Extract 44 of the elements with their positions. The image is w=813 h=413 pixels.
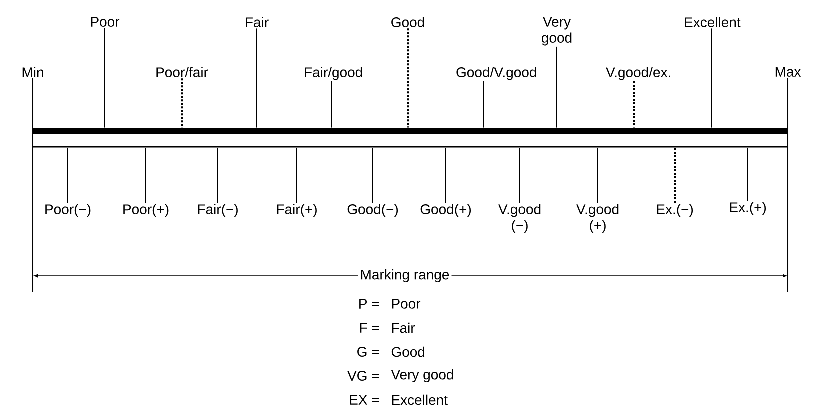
leader-line xyxy=(181,78,183,128)
dimension-label: Marking range xyxy=(358,267,452,285)
grade-label: Fair(+) xyxy=(277,204,317,218)
meaning-label: Fair xyxy=(392,322,416,334)
grade-label: Max xyxy=(776,67,802,77)
leader-line xyxy=(407,28,409,128)
grade-label: Ex.(+) xyxy=(730,202,766,216)
grade-label: Good(−) xyxy=(348,204,398,218)
grade-label: Good(+) xyxy=(420,204,471,218)
grade-label: Fair/good xyxy=(305,67,362,80)
grade-label: V.good (+) xyxy=(576,204,619,234)
leader-line xyxy=(104,28,106,128)
abbreviation-label: P = xyxy=(360,299,380,309)
grade-label: Good xyxy=(392,17,424,28)
abbreviation-label: EX = xyxy=(350,395,380,405)
grade-label: Excellent xyxy=(685,17,741,28)
scale-bar xyxy=(33,128,788,134)
leader-line xyxy=(32,78,34,292)
grade-label: V.good/ex. xyxy=(606,67,670,80)
grade-label: Fair xyxy=(246,17,269,28)
leader-line xyxy=(256,28,258,128)
meaning-label: Excellent xyxy=(392,394,448,406)
meaning-label: Poor xyxy=(392,299,421,309)
abbreviation-label: VG = xyxy=(348,371,380,381)
leader-line xyxy=(633,81,635,128)
grade-label: V.good (−) xyxy=(498,204,541,234)
grade-label: Poor xyxy=(91,17,120,27)
grade-label: Ex.(−) xyxy=(657,204,693,218)
grade-label: Fair(−) xyxy=(198,204,238,218)
meaning-label: Very good xyxy=(391,369,454,383)
leader-line xyxy=(372,148,374,204)
leader-line xyxy=(556,46,558,128)
abbreviation-label: F = xyxy=(360,323,380,333)
grade-label: Poor/fair xyxy=(156,67,208,78)
abbreviation-label: G = xyxy=(358,347,380,357)
meaning-label: Good xyxy=(392,346,425,358)
grade-label: Min xyxy=(22,67,44,78)
leader-line xyxy=(296,148,298,204)
grade-label: Poor(+) xyxy=(124,204,169,218)
scale-line xyxy=(33,146,788,148)
grade-label: Very good xyxy=(542,17,572,46)
grade-label: Good/V.good xyxy=(456,67,536,80)
leader-line xyxy=(674,148,676,203)
grade-label: Poor(−) xyxy=(46,204,91,218)
